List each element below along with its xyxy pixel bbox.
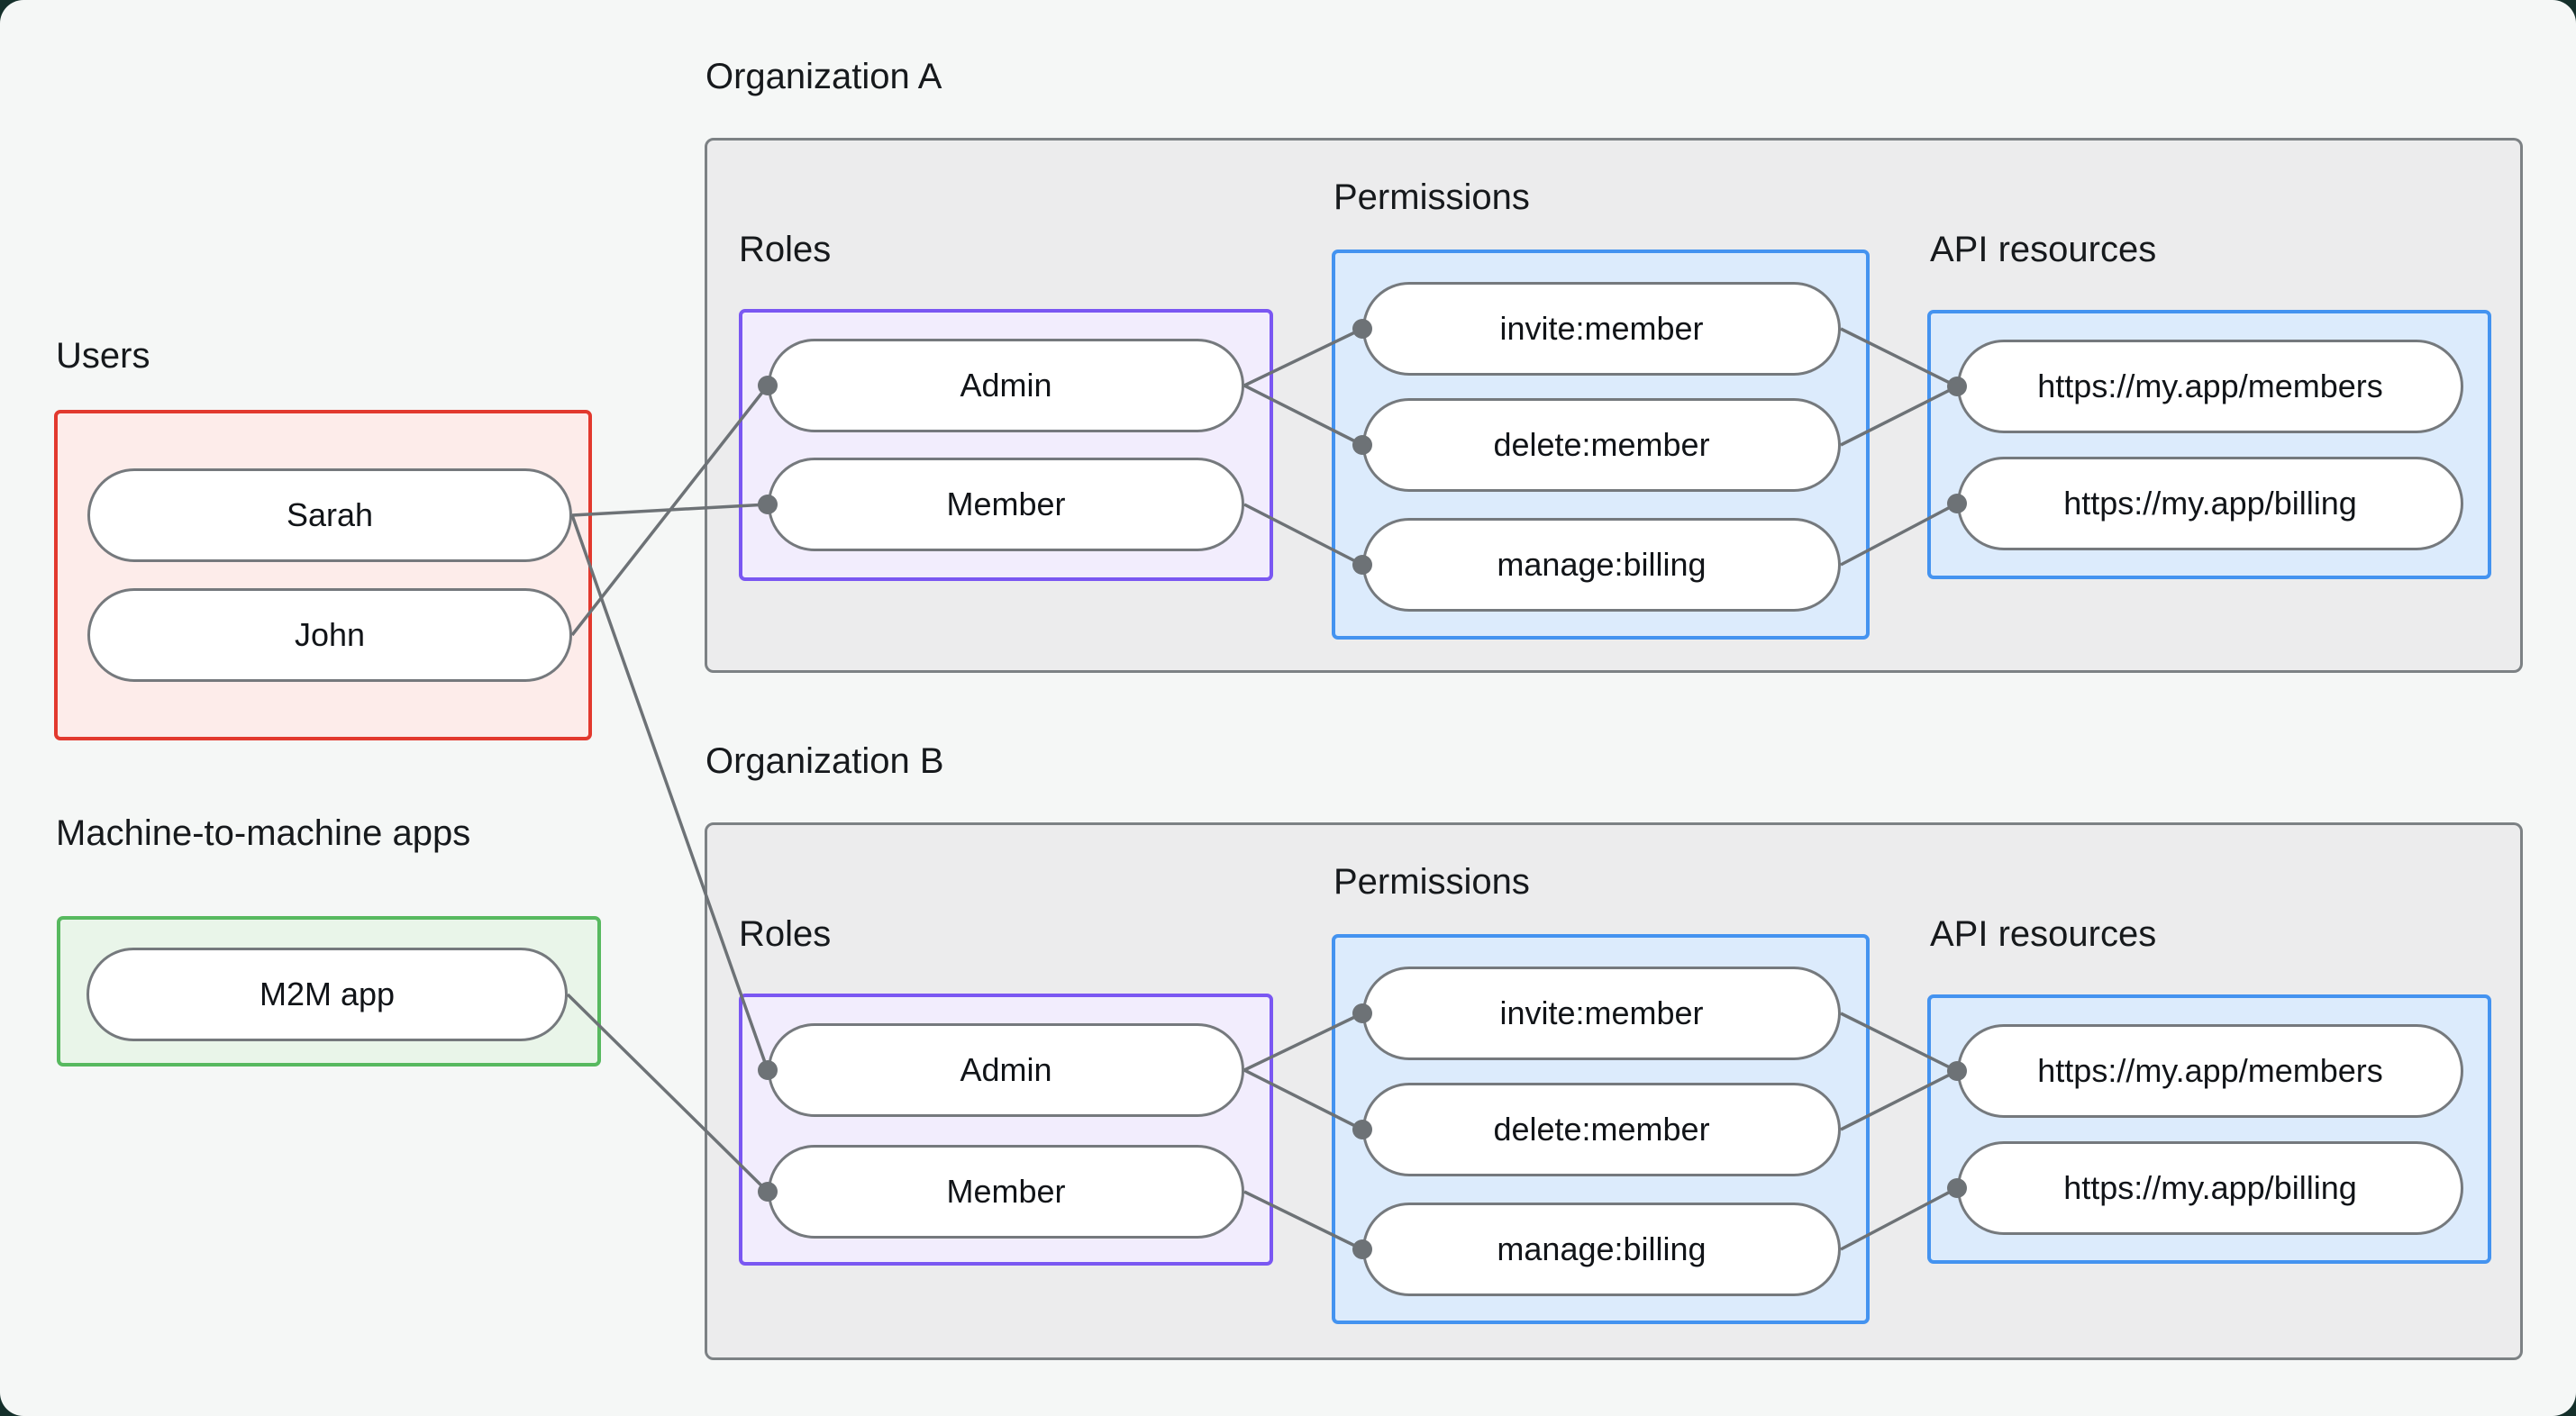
org-a-role-member-label: Member <box>946 486 1066 522</box>
users-group-box <box>54 410 592 740</box>
org-b-permission-manage-billing: manage:billing <box>1362 1203 1841 1296</box>
org-b-api-members-label: https://my.app/members <box>2037 1052 2383 1089</box>
org-a-permission-delete-member: delete:member <box>1362 398 1841 492</box>
org-a-permission-delete-member-label: delete:member <box>1493 426 1710 463</box>
org-b-title: Organization B <box>705 741 944 781</box>
user-node-sarah: Sarah <box>87 468 572 562</box>
user-node-john: John <box>87 588 572 682</box>
org-a-api-billing-label: https://my.app/billing <box>2063 485 2357 522</box>
org-b-api-members: https://my.app/members <box>1957 1024 2463 1118</box>
org-a-permissions-label: Permissions <box>1334 177 1530 217</box>
org-a-permission-manage-billing: manage:billing <box>1362 518 1841 612</box>
org-a-role-admin: Admin <box>768 339 1244 432</box>
org-a-api-resources-label: API resources <box>1930 230 2157 269</box>
user-node-sarah-label: Sarah <box>286 496 374 533</box>
org-a-permission-invite-member-label: invite:member <box>1499 310 1704 347</box>
org-b-permission-invite-member-label: invite:member <box>1499 994 1704 1031</box>
org-b-permission-manage-billing-label: manage:billing <box>1497 1230 1707 1267</box>
org-a-title: Organization A <box>705 57 942 96</box>
org-b-api-billing: https://my.app/billing <box>1957 1141 2463 1235</box>
org-a-api-members-label: https://my.app/members <box>2037 368 2383 404</box>
org-b-role-admin-label: Admin <box>960 1051 1052 1088</box>
org-a-permission-invite-member: invite:member <box>1362 282 1841 376</box>
org-a-api-billing: https://my.app/billing <box>1957 457 2463 550</box>
org-a-api-members: https://my.app/members <box>1957 340 2463 433</box>
org-b-role-admin: Admin <box>768 1023 1244 1117</box>
users-section-label: Users <box>56 336 150 376</box>
org-b-permissions-label: Permissions <box>1334 862 1530 902</box>
org-b-permission-delete-member-label: delete:member <box>1493 1111 1710 1148</box>
m2m-app-node: M2M app <box>86 948 568 1041</box>
org-b-permission-delete-member: delete:member <box>1362 1083 1841 1176</box>
org-b-api-resources-label: API resources <box>1930 914 2157 954</box>
org-a-roles-label: Roles <box>739 230 832 269</box>
org-b-roles-label: Roles <box>739 914 832 954</box>
org-b-permission-invite-member: invite:member <box>1362 967 1841 1060</box>
user-node-john-label: John <box>294 616 366 653</box>
org-b-role-member-label: Member <box>946 1173 1066 1210</box>
m2m-app-node-label: M2M app <box>259 976 396 1012</box>
org-b-role-member: Member <box>768 1145 1244 1239</box>
org-a-role-admin-label: Admin <box>960 367 1052 404</box>
org-a-permission-manage-billing-label: manage:billing <box>1497 546 1707 583</box>
m2m-section-label: Machine-to-machine apps <box>56 813 471 853</box>
org-a-role-member: Member <box>768 458 1244 551</box>
org-b-api-billing-label: https://my.app/billing <box>2063 1169 2357 1206</box>
